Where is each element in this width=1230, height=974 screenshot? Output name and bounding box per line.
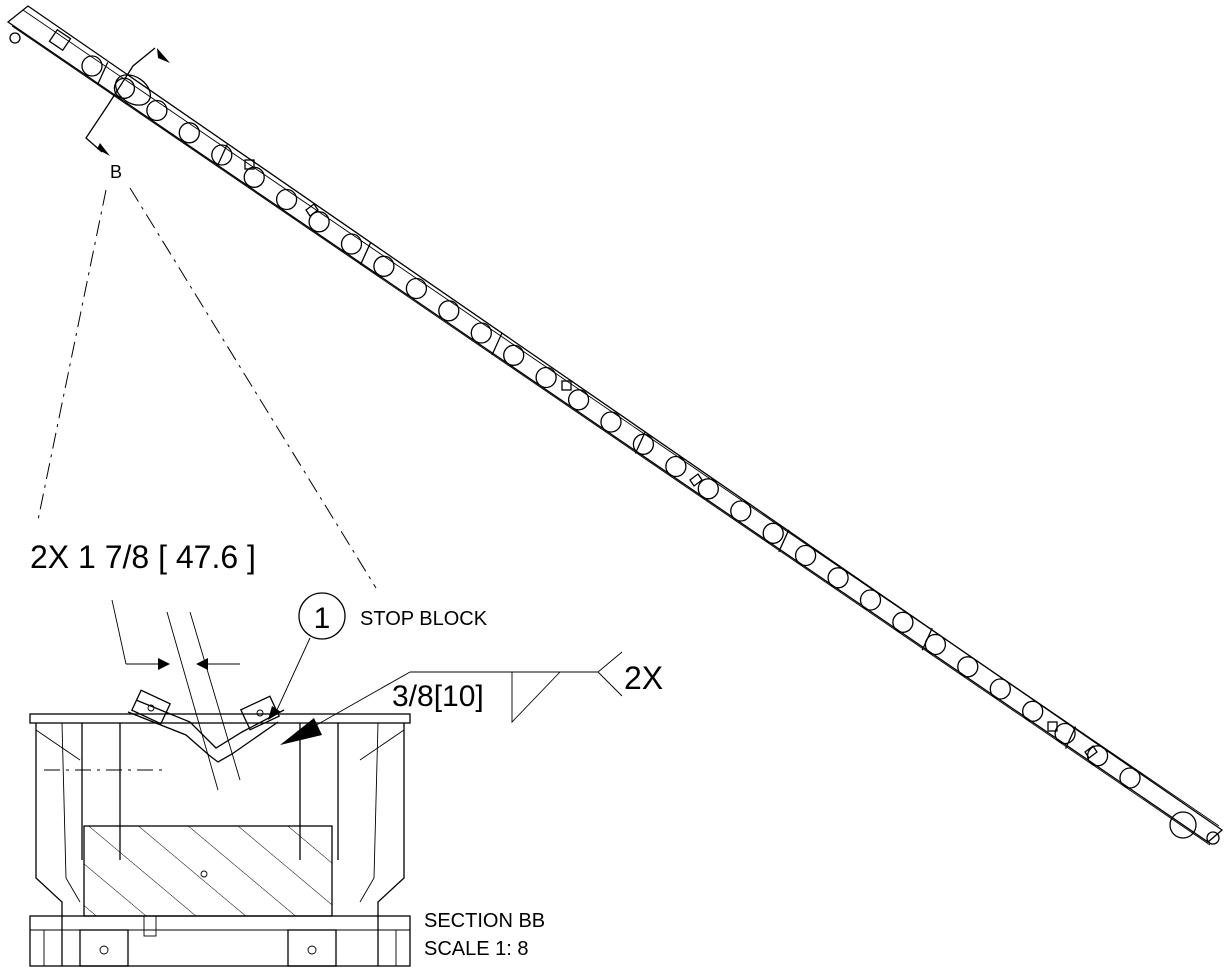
beam-end-plate-left [48, 28, 72, 52]
beam-hole [892, 611, 914, 633]
beam-stiffener-lines [97, 62, 1077, 749]
beam-hole [1119, 767, 1141, 789]
beam-hole [503, 344, 525, 366]
beam-end-pin-right [1206, 831, 1220, 845]
beam-hole [178, 122, 200, 144]
beam-tab [1084, 745, 1098, 759]
beam-hole [794, 544, 817, 567]
item-balloon: 1 STOP BLOCK [268, 592, 488, 720]
balloon-leader [275, 637, 311, 713]
top-plate [29, 713, 411, 724]
beam-hole [697, 478, 719, 500]
base-frame [29, 915, 411, 967]
beam-stiffener [921, 627, 933, 651]
dimension-arrow-right [196, 658, 208, 670]
access-cutout [115, 74, 151, 106]
weld-size: 3/8[10] [392, 680, 484, 713]
beam-hole [373, 255, 395, 277]
beam-stiffener [491, 332, 503, 356]
beam-upper-edge [22, 9, 1220, 827]
beam-hole [730, 500, 752, 522]
beam-hole [470, 322, 492, 344]
v-seat [127, 711, 279, 763]
beam-hole [1054, 722, 1076, 745]
beam-hole [81, 55, 103, 77]
balloon-number: 1 [314, 602, 331, 635]
section-arrow-top [157, 48, 170, 63]
dimension-extension-line [166, 611, 219, 791]
beam-hole [275, 188, 298, 211]
beam-hole [859, 589, 882, 611]
hatched-core [83, 825, 333, 917]
section-arrow-bottom [97, 143, 110, 156]
beam-hole [405, 277, 428, 300]
section-cut-marker: B [85, 47, 170, 182]
beam-end-fitting-right [1169, 811, 1197, 839]
beam-stiffener [634, 431, 646, 454]
beam-outline [6, 5, 1224, 843]
beam-stiffener [1065, 726, 1077, 749]
beam-bracket [561, 380, 572, 391]
beam-hole [438, 300, 460, 322]
beam-holes [81, 55, 1141, 789]
beam-hole [113, 77, 136, 99]
dimension-annotation: 2X 1 7/8 [ 47.6 ] [30, 539, 256, 791]
beam-hole [1022, 700, 1044, 722]
beam-tab [689, 473, 703, 487]
beam-hole [957, 656, 979, 678]
section-marker-label: B [110, 162, 122, 182]
beam-hole [600, 411, 622, 433]
beam-hole [535, 366, 557, 389]
weld-symbol: 3/8[10] 2X [280, 651, 663, 745]
beam-elevation-view [6, 5, 1224, 846]
beam-lower-edge [11, 25, 1211, 846]
beam-hole [308, 211, 330, 233]
weld-fillet-triangle [511, 671, 561, 724]
stop-block-right [239, 695, 281, 731]
beam-hole [243, 166, 265, 188]
balloon-label: STOP BLOCK [360, 608, 488, 630]
beam-hole [340, 233, 363, 255]
weld-tail [597, 651, 623, 697]
beam-hole [1086, 745, 1109, 767]
stop-block-left [130, 689, 172, 725]
balloon-circle [298, 592, 346, 640]
beam-bracket [244, 159, 255, 170]
section-scale: SCALE 1: 8 [424, 938, 529, 960]
beam-stiffener [778, 529, 790, 553]
dimension-extension-line [189, 611, 241, 781]
beam-bracket [1047, 721, 1058, 732]
weld-arrow [280, 718, 322, 745]
dimension-arrow-left [158, 658, 170, 670]
beam-hole [762, 522, 784, 544]
detail-view-leaders [37, 187, 377, 589]
section-bb-view: SECTION BB SCALE 1: 8 [29, 689, 545, 967]
beam-stiffener [216, 144, 228, 167]
beam-end-pin-left [9, 32, 21, 44]
section-title: SECTION BB [424, 910, 545, 932]
weld-quantity: 2X [624, 660, 663, 696]
beam-hole [827, 567, 849, 589]
beam-hole [211, 144, 233, 166]
beam-hole [989, 678, 1011, 700]
beam-hole [665, 455, 687, 478]
dimension-text: 2X 1 7/8 [ 47.6 ] [30, 539, 256, 575]
beam-stiffener [97, 62, 109, 85]
beam-hole [146, 99, 168, 122]
beam-tab [305, 203, 319, 217]
beam-hole [567, 389, 590, 411]
beam-stiffener [359, 242, 372, 266]
